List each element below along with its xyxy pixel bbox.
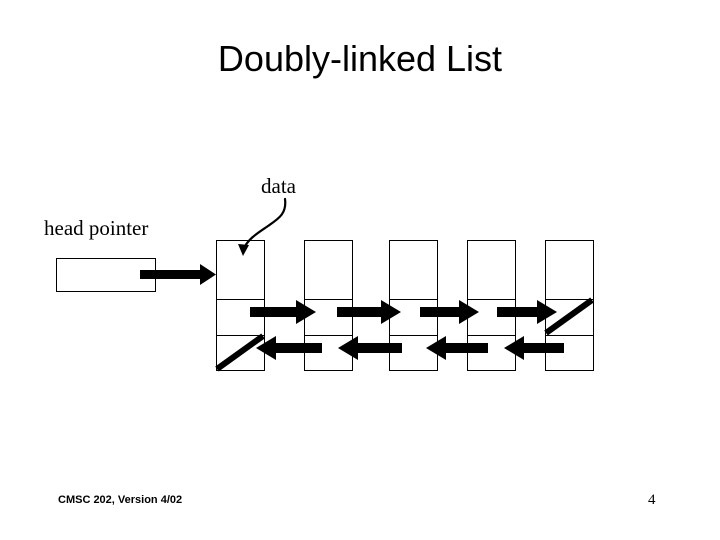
data-label: data [261, 174, 296, 198]
node-cell-divider [305, 335, 352, 336]
page-number: 4 [648, 492, 656, 508]
node-cell-divider [468, 335, 515, 336]
node-cell-divider [468, 299, 515, 300]
node-cell-divider [390, 299, 437, 300]
node-cell-divider [546, 335, 593, 336]
list-node [467, 240, 516, 371]
list-node [389, 240, 438, 371]
head-pointer-label: head pointer [44, 216, 149, 240]
node-cell-divider [217, 299, 264, 300]
list-node [216, 240, 265, 371]
node-cell-divider [305, 299, 352, 300]
page-title: Doubly-linked List [217, 38, 503, 79]
list-node [545, 240, 594, 371]
footer-text: CMSC 202, Version 4/02 [58, 494, 183, 506]
head-pointer-box [56, 258, 156, 292]
list-node [304, 240, 353, 371]
node-cell-divider [390, 335, 437, 336]
node-cell-divider [546, 299, 593, 300]
node-cell-divider [217, 335, 264, 336]
